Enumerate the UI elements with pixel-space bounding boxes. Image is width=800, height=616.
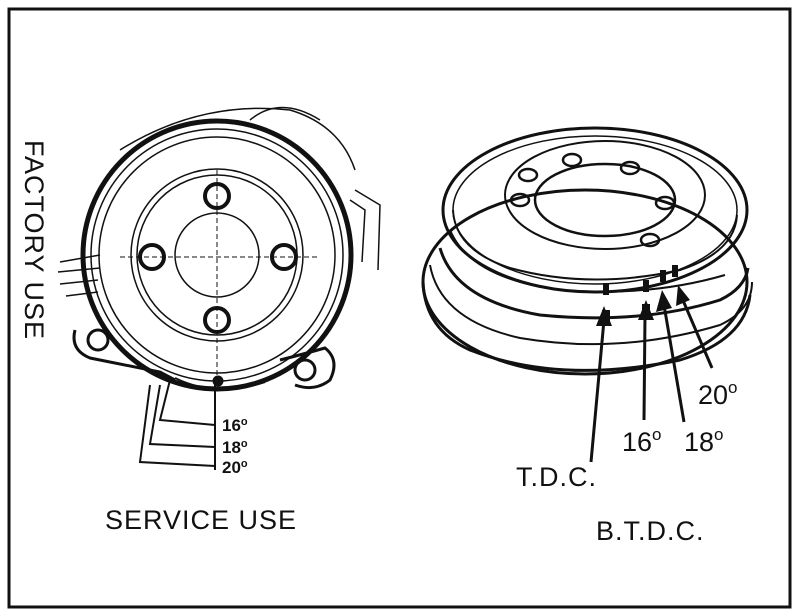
left-mark-20: 20o — [222, 458, 248, 477]
front-view-pulley — [57, 106, 381, 470]
left-mark-16: 16o — [222, 416, 248, 435]
right-mark-16: 16o — [622, 425, 662, 457]
perspective-pulley — [421, 126, 753, 463]
right-mark-18: 18o — [684, 425, 724, 457]
tdc-label: T.D.C. — [516, 462, 598, 492]
factory-use-label: FACTORY USE — [19, 140, 49, 341]
btdc-label: B.T.D.C. — [596, 516, 705, 546]
service-use-label: SERVICE USE — [105, 505, 298, 535]
right-mark-20: 20o — [698, 378, 738, 410]
figure-border — [7, 7, 792, 609]
left-mark-18: 18o — [222, 438, 248, 457]
